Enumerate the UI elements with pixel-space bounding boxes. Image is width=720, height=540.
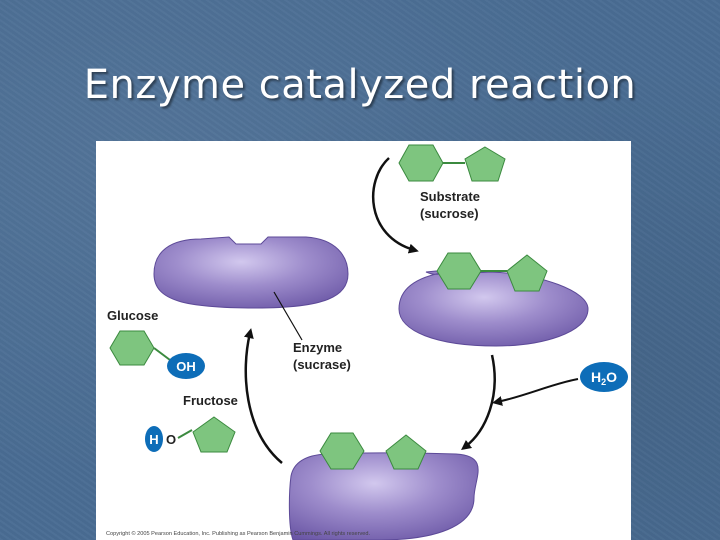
h-badge <box>145 426 163 452</box>
arrow-product-release <box>243 328 283 464</box>
released-glucose-hexagon <box>109 330 155 366</box>
water-badge <box>580 362 628 392</box>
fructose-label: Fructose <box>183 393 238 408</box>
h-label: H <box>149 432 158 447</box>
substrate-sub-label: (sucrose) <box>420 206 479 221</box>
arrow-substrate-binding <box>371 157 419 254</box>
released-fructose-pentagon <box>192 416 236 453</box>
glucose-label: Glucose <box>107 308 158 323</box>
oh-label: OH <box>176 359 196 374</box>
enzyme-free-shape <box>153 236 349 309</box>
enzyme-product-complex-shape <box>288 452 479 540</box>
figure-panel: OH H O H2O Substrate (sucrose) Glucose E… <box>96 141 631 540</box>
arrow-water-in <box>492 378 579 406</box>
enzyme-pointer-line <box>273 291 303 341</box>
sucrose-glucose-hexagon <box>398 144 444 182</box>
bound-fructose-pentagon <box>506 254 548 292</box>
oh-badge <box>167 353 205 379</box>
slide-title: Enzyme catalyzed reaction <box>83 62 637 108</box>
glucose-oh-bond <box>153 347 171 361</box>
enzyme-substrate-complex-shape <box>398 270 589 347</box>
enzyme-sub-label: (sucrase) <box>293 357 351 372</box>
fructose-o-bond <box>177 429 193 439</box>
water-label: H2O <box>591 369 617 387</box>
sucrose-fructose-pentagon <box>464 146 506 182</box>
enzyme-label: Enzyme <box>293 340 342 355</box>
copyright-text: Copyright © 2005 Pearson Education, Inc.… <box>106 530 371 537</box>
product-fructose-pentagon <box>385 434 427 470</box>
product-glucose-hexagon <box>319 432 365 470</box>
substrate-label: Substrate <box>420 189 480 204</box>
arrow-water-hydrolysis <box>461 354 496 451</box>
o-label: O <box>166 432 176 447</box>
